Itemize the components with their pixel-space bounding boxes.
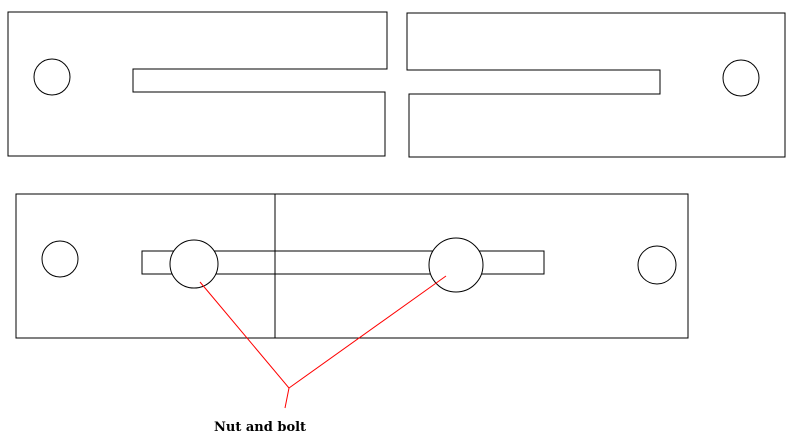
assembled-slot (141, 250, 545, 275)
top-left-plate-outline (7, 11, 388, 157)
left-nut-and-bolt (169, 239, 219, 289)
leader-line-left (199, 281, 290, 409)
assembled-left-end-hole (41, 240, 79, 278)
top-left-plate-hole (33, 58, 71, 96)
top-right-plate-outline (406, 12, 786, 158)
assembled-plate-outline (15, 193, 689, 339)
right-nut-and-bolt (428, 237, 484, 293)
nut-and-bolt-callout: Nut and bolt (199, 275, 447, 435)
top-right-plate (406, 12, 786, 158)
nut-and-bolt-label: Nut and bolt (214, 420, 306, 435)
assembled-right-end-hole (637, 245, 677, 285)
leader-line-right (288, 275, 447, 389)
assembled-plates (15, 193, 689, 339)
top-left-plate (7, 11, 388, 157)
top-right-plate-hole (722, 59, 760, 97)
